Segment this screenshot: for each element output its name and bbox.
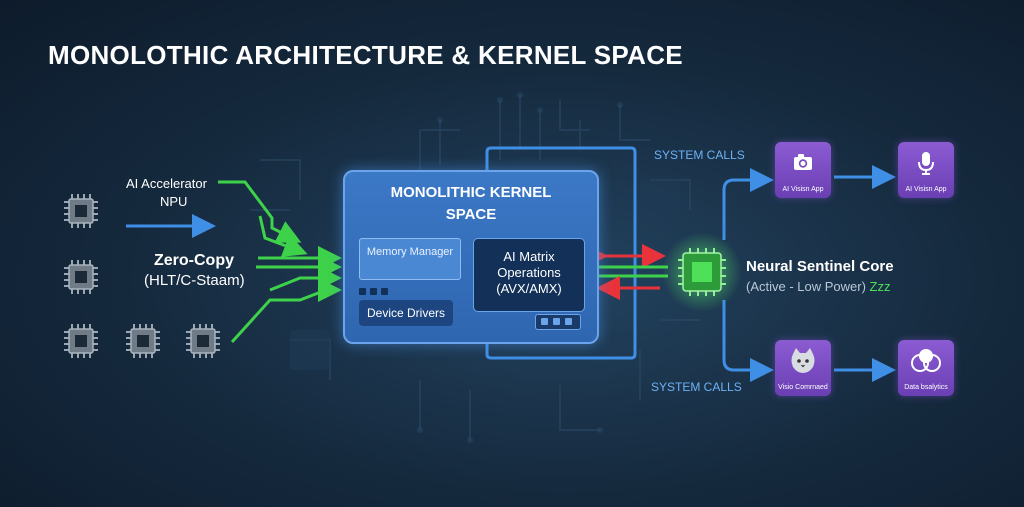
camera-icon [794,154,812,170]
app-tile-data-analytics[interactable]: Data bsalytics [898,340,954,396]
blue-arrow-down [722,300,774,382]
accelerator-label: AI Accelerator [126,176,207,191]
memory-manager-label: Memory Manager [366,246,454,258]
monolithic-kernel-box: MONOLITHIC KERNEL SPACE Memory Manager A… [343,170,599,344]
kernel-title-line-1: MONOLITHIC KERNEL [390,184,552,201]
indicator-dot [370,288,377,295]
indicator-dot [565,318,572,325]
app-tile-vision-1[interactable]: AI Visisn App [775,142,831,198]
green-arrow-chips [230,278,342,344]
page-title: MONOLOTHIC ARCHITECTURE & KERNEL SPACE [48,40,683,70]
chip-icon [186,324,220,358]
ai-matrix-line-2: Operations [497,265,561,280]
ai-matrix-box: AI Matrix Operations (AVX/AMX) [473,238,585,312]
bus-indicator [535,314,581,330]
kernel-title: MONOLITHIC KERNEL SPACE [345,182,597,226]
indicator-dot [359,288,366,295]
chip-icon [126,324,160,358]
app-tile-vision-2[interactable]: AI Visisn App [898,142,954,198]
app-label: AI Visisn App [905,186,947,193]
green-arrow-low [269,266,342,292]
ai-matrix-line-1: AI Matrix [503,249,555,264]
indicator-dot [553,318,560,325]
data-circles-icon [911,349,941,372]
zero-copy-label: Zero-Copy [154,252,234,269]
sentinel-status: (Active - Low Power) Zzz [746,279,891,294]
green-arrow-mid-1 [258,215,308,257]
green-arrow-npu [218,180,302,243]
chip-icon [64,260,98,294]
sentinel-name: Neural Sentinel Core [746,258,894,275]
microphone-icon [918,152,934,175]
zero-copy-sub-label: (HLT/C-Staam) [144,272,245,289]
app-tile-video-command[interactable]: Visio Comrnaed [775,340,831,396]
chip-icon [64,194,98,228]
blue-arrow-up [722,168,774,240]
kernel-title-line-2: SPACE [445,206,497,223]
memory-manager-box: Memory Manager [359,238,461,280]
neural-sentinel-chip-icon [662,232,742,312]
app-label: AI Visisn App [782,186,824,193]
ai-matrix-line-3: (AVX/AMX) [496,281,562,296]
device-drivers-box: Device Drivers [359,300,453,326]
npu-label: NPU [160,194,188,209]
system-calls-top-label: SYSTEM CALLS [654,148,745,162]
cat-icon [791,348,815,373]
sentinel-status-text: (Active - Low Power) [746,279,866,294]
sentinel-zzz: Zzz [869,279,891,294]
system-calls-bottom-label: SYSTEM CALLS [651,380,742,394]
app-label: Data bsalytics [904,384,948,391]
app-label: Visio Comrnaed [778,384,828,391]
indicator-dot [381,288,388,295]
chip-icon [64,324,98,358]
indicator-dot [541,318,548,325]
